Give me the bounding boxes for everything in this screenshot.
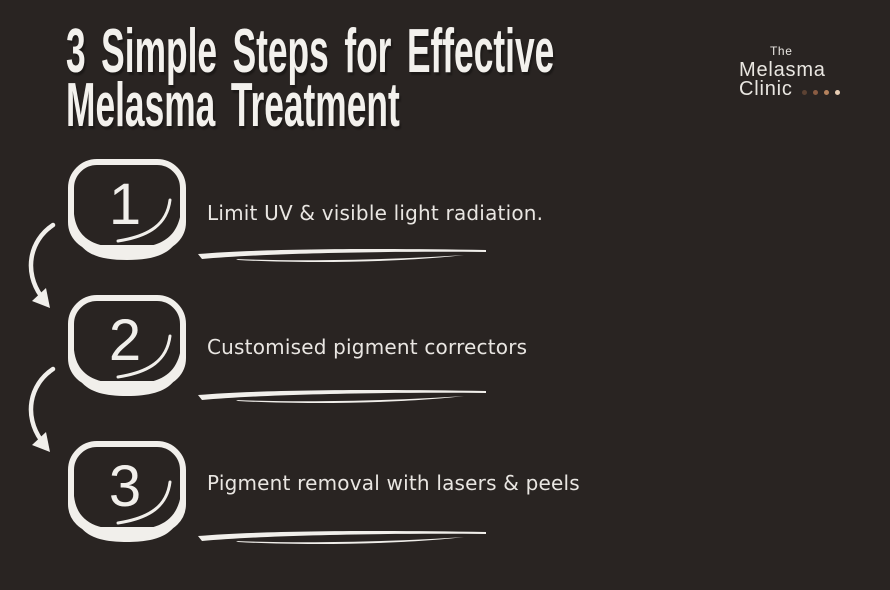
logo-name-line2: Clinic [739, 78, 793, 100]
curved-arrow-icon [28, 222, 56, 308]
keycap-box-icon [68, 159, 186, 260]
logo-dot [801, 90, 807, 95]
melasma-clinic-logo: The Melasma Clinic [739, 44, 840, 99]
step-2-number-box: 2 [64, 292, 192, 400]
logo-dot [823, 90, 829, 95]
curved-arrow-icon [28, 366, 56, 452]
logo-name-line1: Melasma [739, 59, 826, 81]
step-3-number-box: 3 [64, 438, 192, 546]
step-2-text: Customised pigment correctors [207, 335, 528, 359]
title-line-2: Melasma Treatment [66, 71, 400, 140]
logo-prefix: The [770, 44, 793, 58]
step-1-number-box: 1 [64, 156, 192, 264]
keycap-box-icon [68, 441, 186, 542]
step-3-text: Pigment removal with lasers & peels [207, 471, 580, 495]
page-title: 3 Simple Steps for Effective Melasma Tre… [66, 21, 554, 137]
keycap-box-icon [68, 295, 186, 396]
step-1-text: Limit UV & visible light radiation. [207, 201, 544, 225]
logo-dot [812, 90, 818, 95]
step-1-number: 1 [108, 171, 142, 237]
logo-dot [834, 90, 840, 95]
underline-swoosh-icon [198, 531, 486, 545]
step-3-number: 3 [108, 453, 142, 519]
logo-dots [801, 90, 840, 95]
underline-swoosh-icon [198, 249, 486, 263]
underline-swoosh-icon [198, 390, 486, 404]
step-2-number: 2 [108, 307, 142, 373]
title-line-1: 3 Simple Steps for Effective [66, 17, 555, 86]
